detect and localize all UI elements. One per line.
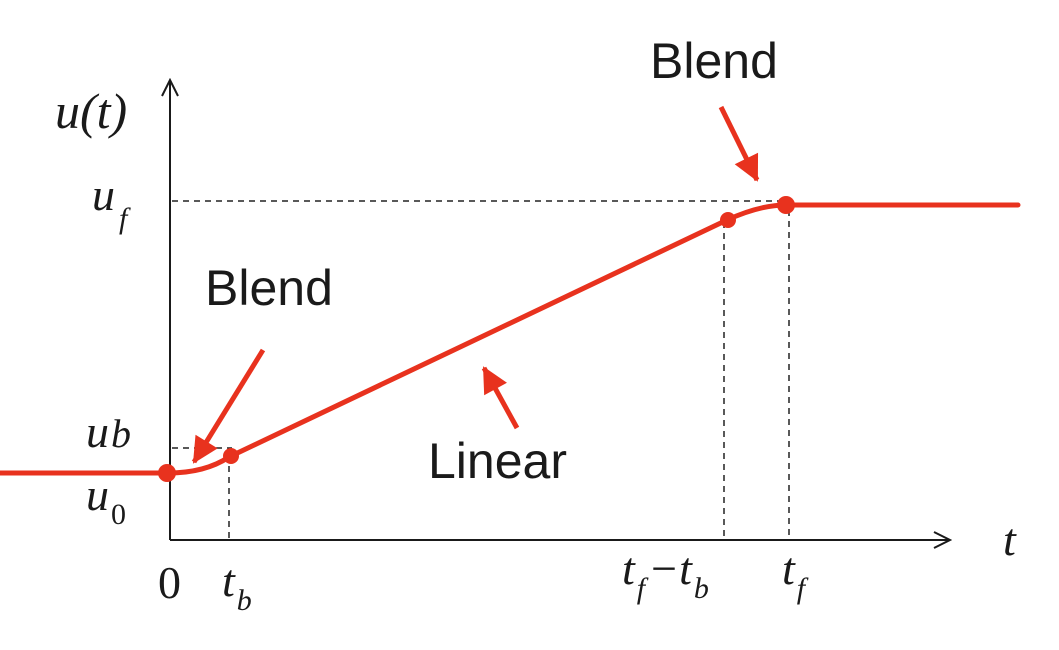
blend-start-arrow (191, 348, 266, 464)
tf-tick-label: tf (782, 543, 809, 605)
point-tb (223, 448, 239, 464)
y-axis-title: u(t) (55, 83, 127, 139)
zero-tick-label: 0 (158, 557, 181, 608)
linear-arrow (481, 366, 520, 430)
ub-tick-label: ub (86, 406, 131, 457)
u0-tick-label: u0 (86, 469, 126, 531)
y-axis-title-text: u(t) (55, 83, 127, 139)
linear-label: Linear (428, 433, 567, 489)
point-u0 (158, 464, 176, 482)
blend-end-label: Blend (650, 33, 778, 89)
x-axis-title: t (1003, 514, 1017, 565)
tf-minus-tb-tick-label: tf−tb (622, 543, 709, 605)
point-tf-minus-tb (720, 212, 736, 228)
blend-start-label: Blend (205, 260, 333, 316)
blend-end-arrow (718, 105, 760, 182)
point-uf (777, 196, 795, 214)
tb-tick-label: tb (222, 555, 252, 617)
